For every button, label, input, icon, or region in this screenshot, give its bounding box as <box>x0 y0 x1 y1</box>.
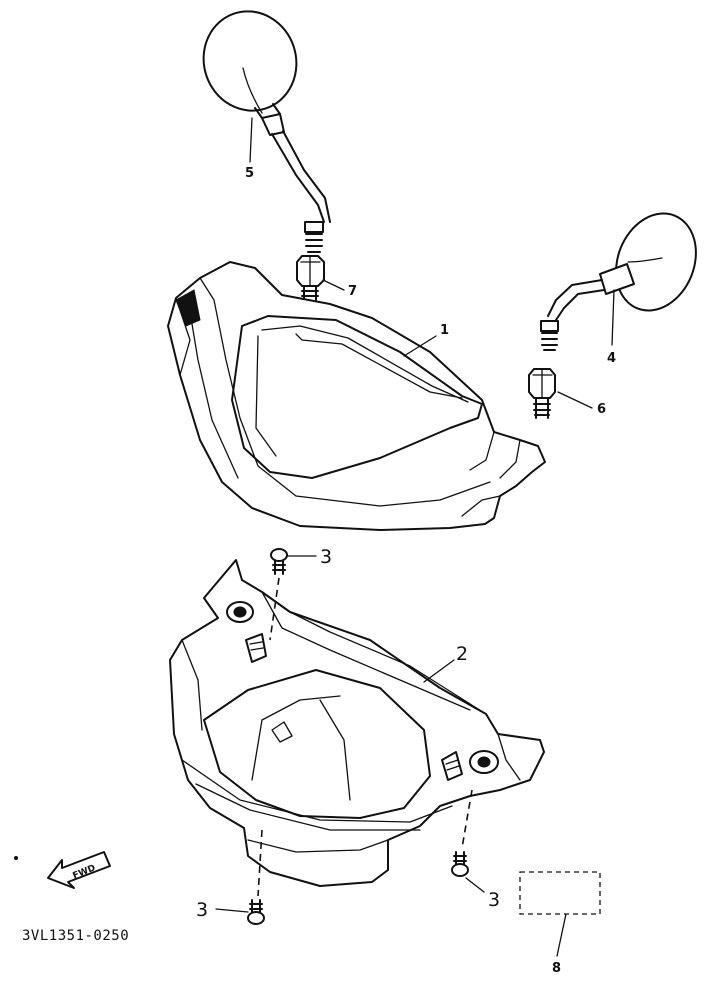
mirror-right-part-4 <box>540 212 697 351</box>
leader-line-3b <box>215 908 249 913</box>
screw-part-3-bottom-left <box>247 899 265 925</box>
lower-handlebar-cover-part-2 <box>169 559 545 887</box>
callout-3-bottom-left: 3 <box>196 899 208 921</box>
callout-3-bottom-right: 3 <box>488 889 500 911</box>
label-part-8 <box>519 871 601 915</box>
assembly-line-bottom-right-screw <box>461 789 473 849</box>
callout-7: 7 <box>348 284 357 299</box>
leader-line-1 <box>403 335 437 357</box>
adapter-bolt-part-6 <box>528 368 556 419</box>
callout-5: 5 <box>245 166 254 181</box>
mirror-left-part-5 <box>202 10 331 253</box>
callout-8: 8 <box>552 961 561 976</box>
leader-line-4 <box>611 289 615 346</box>
leader-line-7 <box>322 279 345 291</box>
leader-line-6 <box>557 391 593 409</box>
screw-part-3-top <box>270 548 288 575</box>
callout-2: 2 <box>456 643 468 665</box>
leader-line-5 <box>249 117 253 163</box>
assembly-line-top-screw <box>269 577 280 641</box>
leader-line-3c <box>465 877 485 893</box>
callout-4: 4 <box>607 351 616 366</box>
diagram-code: 3VL1351-0250 <box>22 928 129 944</box>
leader-line-8 <box>556 913 567 957</box>
screw-part-3-bottom-right <box>451 851 469 877</box>
forward-arrow-icon: FWD <box>47 851 111 889</box>
callout-3-top: 3 <box>320 546 332 568</box>
callout-6: 6 <box>597 402 606 417</box>
upper-handlebar-cover-part-1 <box>167 261 546 531</box>
stray-dot <box>14 856 18 860</box>
adapter-bolt-part-7 <box>296 255 325 301</box>
callout-1: 1 <box>440 323 449 338</box>
leader-line-2 <box>423 659 455 683</box>
